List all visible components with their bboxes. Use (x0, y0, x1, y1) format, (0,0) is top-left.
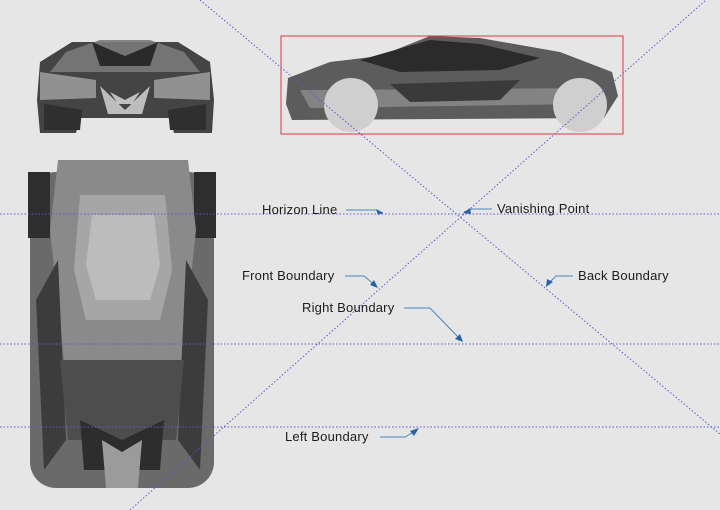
back-boundary-line (199, 0, 720, 435)
horizon-leader (346, 209, 384, 215)
side-view-front-wheel (553, 78, 607, 132)
leader-lines (345, 208, 573, 438)
right-boundary-label: Right Boundary (302, 300, 395, 315)
vanishing-point-label: Vanishing Point (497, 201, 590, 216)
back-boundary-label: Back Boundary (578, 268, 669, 283)
front-boundary-leader (345, 275, 378, 288)
car-front-view (37, 40, 214, 133)
vanishing-point-leader (463, 208, 492, 214)
horizon-line-label: Horizon Line (262, 202, 337, 217)
side-view-bounding-box (280, 35, 624, 135)
back-boundary-leader (546, 275, 573, 287)
left-boundary-label: Left Boundary (285, 429, 369, 444)
car-side-view (280, 35, 624, 135)
right-boundary-leader (404, 307, 463, 342)
side-view-rear-wheel (324, 78, 378, 132)
left-boundary-leader (380, 428, 419, 438)
front-boundary-line (129, 0, 707, 510)
front-boundary-label: Front Boundary (242, 268, 335, 283)
car-top-view (28, 160, 216, 488)
